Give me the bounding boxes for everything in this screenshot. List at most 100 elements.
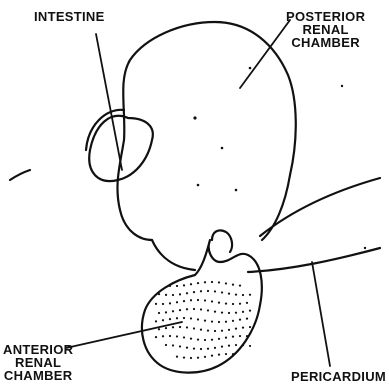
stipple-dot [158, 328, 160, 330]
stipple-dot [235, 293, 237, 295]
left-edge-mark [10, 170, 30, 180]
stipple-dot [221, 311, 223, 313]
stipple-dot [183, 356, 185, 358]
stipple-dot [214, 290, 216, 292]
chamber-junction-line [152, 240, 195, 270]
intestine-leader-line [96, 34, 122, 170]
stipple-dot [242, 327, 244, 329]
stipple-dot [239, 284, 241, 286]
stipple-dot [197, 338, 199, 340]
stipple-dot [179, 326, 181, 328]
stipple-dot [221, 291, 223, 293]
stipple-dot [172, 294, 174, 296]
stipple-dot [204, 339, 206, 341]
stipple-dot [242, 294, 244, 296]
stipple-dot [169, 285, 171, 287]
anterior-chamber-neck [212, 230, 232, 252]
stipple-dot [162, 303, 164, 305]
stipple-dot [239, 303, 241, 305]
stipple-dot [200, 329, 202, 331]
stipple-dot [169, 335, 171, 337]
stipple-dot [176, 317, 178, 319]
stipple-dot [179, 345, 181, 347]
stipple-dot [235, 312, 237, 314]
stipple-dot [246, 302, 248, 304]
stipple-dot [207, 290, 209, 292]
stipple-dot [242, 311, 244, 313]
stipple-dot [186, 308, 188, 310]
stipple-dot [207, 329, 209, 331]
stipple-dot [218, 281, 220, 283]
stipple-dot [190, 317, 192, 319]
stipple-dot [155, 320, 157, 322]
stipple-dot [158, 312, 160, 314]
stipple-dot [155, 336, 157, 338]
stipple-dot [239, 319, 241, 321]
stipple-dot [197, 318, 199, 320]
stipple-dot [200, 348, 202, 350]
stipple-dot [211, 320, 213, 322]
anterior-leader-line [66, 322, 182, 348]
stipple-dot [169, 318, 171, 320]
stipple-dot [232, 353, 234, 355]
pericardium-label: PERICARDIUM [291, 370, 386, 383]
stipple-dot [186, 326, 188, 328]
stipple-dot [186, 292, 188, 294]
stipple-dot [172, 310, 174, 312]
stipple-dot [214, 347, 216, 349]
stipple-dot [158, 293, 160, 295]
stipple-dot [232, 303, 234, 305]
stipple-dot [211, 281, 213, 283]
posterior-renal-chamber-outline [117, 22, 295, 240]
stipple-dot [207, 309, 209, 311]
stipple-dot [186, 347, 188, 349]
stipple-dot [218, 354, 220, 356]
stipple-dot [165, 294, 167, 296]
stipple-dot [197, 357, 199, 359]
stipple-dot [183, 317, 185, 319]
stipple-dot [228, 345, 230, 347]
stipple-dot [218, 338, 220, 340]
stipple-dot [228, 312, 230, 314]
stipple-dot [225, 302, 227, 304]
stipple-dot [204, 299, 206, 301]
stipple-dot [249, 310, 251, 312]
stipple-dot [214, 311, 216, 313]
stipple-dot [225, 337, 227, 339]
stipple-dot [179, 293, 181, 295]
stipple-dot [214, 330, 216, 332]
stipple-dot [165, 344, 167, 346]
stipple-dot [200, 308, 202, 310]
stipple-dot [221, 330, 223, 332]
stipple-dot [183, 284, 185, 286]
stipple-dot [190, 338, 192, 340]
stipple-dot [176, 356, 178, 358]
stipple-dot [172, 344, 174, 346]
stipple-dot [197, 299, 199, 301]
stipple-dot [183, 336, 185, 338]
stipple-dot [246, 335, 248, 337]
stipple-dot [169, 302, 171, 304]
stipple-dot [232, 320, 234, 322]
intestine-loop [89, 116, 153, 181]
anterior-renal-chamber-label: ANTERIOR RENAL CHAMBER [3, 343, 73, 382]
stipple-dot [218, 321, 220, 323]
stipple-dot [193, 291, 195, 293]
posterior-label-line-3: CHAMBER [291, 36, 360, 49]
stipple-dot [235, 344, 237, 346]
stipple-dot [204, 281, 206, 283]
stipple-dot [232, 336, 234, 338]
stipple-dot [176, 285, 178, 287]
anterior-chamber-stippling [155, 281, 251, 359]
stipple-dot [207, 348, 209, 350]
stipple-dot [193, 327, 195, 329]
intestine-label: INTESTINE [34, 10, 105, 23]
stipple-dot [176, 301, 178, 303]
anterior-renal-chamber-outline [142, 240, 262, 373]
stipple-dot [204, 320, 206, 322]
stipple-dot [218, 302, 220, 304]
stipple-dot [197, 282, 199, 284]
pericardium-leader-line [312, 262, 330, 366]
pericardium-upper-line [260, 178, 380, 236]
stipple-dot [246, 318, 248, 320]
